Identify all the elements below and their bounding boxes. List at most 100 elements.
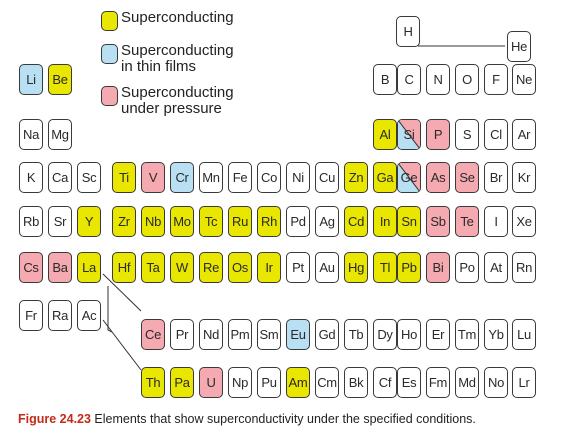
element-bi: Bi (426, 252, 450, 283)
element-no: No (484, 367, 508, 398)
element-zn: Zn (344, 162, 368, 193)
element-symbol: Cu (318, 170, 336, 185)
element-as: As (426, 162, 450, 193)
element-symbol: Xe (516, 214, 532, 229)
element-symbol: Y (84, 214, 94, 229)
element-symbol: Sc (81, 170, 97, 185)
element-gd: Gd (315, 319, 339, 350)
element-s: S (455, 119, 479, 150)
element-symbol: S (462, 127, 472, 142)
element-ra: Ra (48, 300, 72, 331)
element-symbol: Se (459, 170, 475, 185)
element-th: Th (141, 367, 165, 398)
element-symbol: Yb (488, 327, 504, 342)
element-ru: Ru (228, 206, 252, 237)
element-cu: Cu (315, 162, 339, 193)
element-pu: Pu (257, 367, 281, 398)
element-symbol: C (404, 72, 414, 87)
legend-label-film: Superconducting (121, 42, 234, 59)
element-y: Y (77, 206, 101, 237)
element-symbol: Ga (376, 170, 394, 185)
element-c: C (397, 64, 421, 95)
element-symbol: H (403, 24, 413, 39)
element-pm: Pm (228, 319, 252, 350)
element-rn: Rn (512, 252, 536, 283)
element-symbol: Sn (401, 214, 417, 229)
element-symbol: Co (260, 170, 278, 185)
bracket-connector (107, 286, 113, 333)
element-ni: Ni (286, 162, 310, 193)
element-symbol: V (148, 170, 158, 185)
element-symbol: Rh (260, 214, 278, 229)
element-fm: Fm (426, 367, 450, 398)
element-symbol: Pb (401, 260, 417, 275)
element-eu: Eu (286, 319, 310, 350)
element-symbol: Al (379, 127, 391, 142)
element-np: Np (228, 367, 252, 398)
la-lanthanide-connector-top (102, 273, 142, 312)
element-he: He (507, 31, 531, 62)
element-hg: Hg (344, 252, 368, 283)
element-o: O (455, 64, 479, 95)
element-symbol: Ni (292, 170, 304, 185)
element-symbol: Md (458, 375, 476, 390)
element-symbol: Cr (175, 170, 189, 185)
element-ho: Ho (397, 319, 421, 350)
element-symbol: Sm (259, 327, 279, 342)
element-symbol: Ce (144, 327, 162, 342)
element-symbol: U (206, 375, 216, 390)
element-symbol: Ru (231, 214, 249, 229)
element-symbol: Te (460, 214, 474, 229)
element-symbol: Ho (400, 327, 418, 342)
element-ti: Ti (112, 162, 136, 193)
element-cf: Cf (373, 367, 397, 398)
element-cm: Cm (315, 367, 339, 398)
split-fill-ge (398, 163, 420, 192)
legend-label-sc: Superconducting (121, 9, 234, 26)
element-p: P (426, 119, 450, 150)
element-symbol: Bi (432, 260, 444, 275)
element-symbol: K (26, 170, 36, 185)
element-symbol: Ar (517, 127, 531, 142)
element-symbol: Ge (400, 170, 418, 185)
element-symbol: Ne (515, 72, 533, 87)
legend-swatch-film (101, 44, 118, 64)
element-symbol: Ag (319, 214, 335, 229)
figure-caption: Figure 24.23 Elements that show supercon… (18, 412, 476, 426)
element-symbol: Os (231, 260, 248, 275)
element-sc: Sc (77, 162, 101, 193)
element-symbol: Tl (379, 260, 391, 275)
element-hf: Hf (112, 252, 136, 283)
element-symbol: Cs (23, 260, 39, 275)
element-sb: Sb (426, 206, 450, 237)
element-fe: Fe (228, 162, 252, 193)
element-cs: Cs (19, 252, 43, 283)
element-pr: Pr (170, 319, 194, 350)
element-symbol: Po (459, 260, 475, 275)
element-ta: Ta (141, 252, 165, 283)
element-symbol: F (492, 72, 500, 87)
element-ne: Ne (512, 64, 536, 95)
element-pt: Pt (286, 252, 310, 283)
element-symbol: Es (401, 375, 417, 390)
element-br: Br (484, 162, 508, 193)
element-symbol: La (82, 260, 96, 275)
element-symbol: Cl (490, 127, 502, 142)
element-symbol: Pm (230, 327, 250, 342)
element-symbol: Mo (173, 214, 191, 229)
element-symbol: Cd (347, 214, 365, 229)
element-sm: Sm (257, 319, 281, 350)
element-symbol: Pd (290, 214, 306, 229)
element-symbol: Sb (430, 214, 446, 229)
element-b: B (373, 64, 397, 95)
element-symbol: Th (145, 375, 161, 390)
element-se: Se (455, 162, 479, 193)
legend-swatch-press (101, 86, 118, 106)
element-al: Al (373, 119, 397, 150)
element-symbol: Tc (204, 214, 218, 229)
element-symbol: Am (288, 375, 308, 390)
element-md: Md (455, 367, 479, 398)
element-symbol: Hg (347, 260, 365, 275)
element-symbol: Mg (51, 127, 69, 142)
